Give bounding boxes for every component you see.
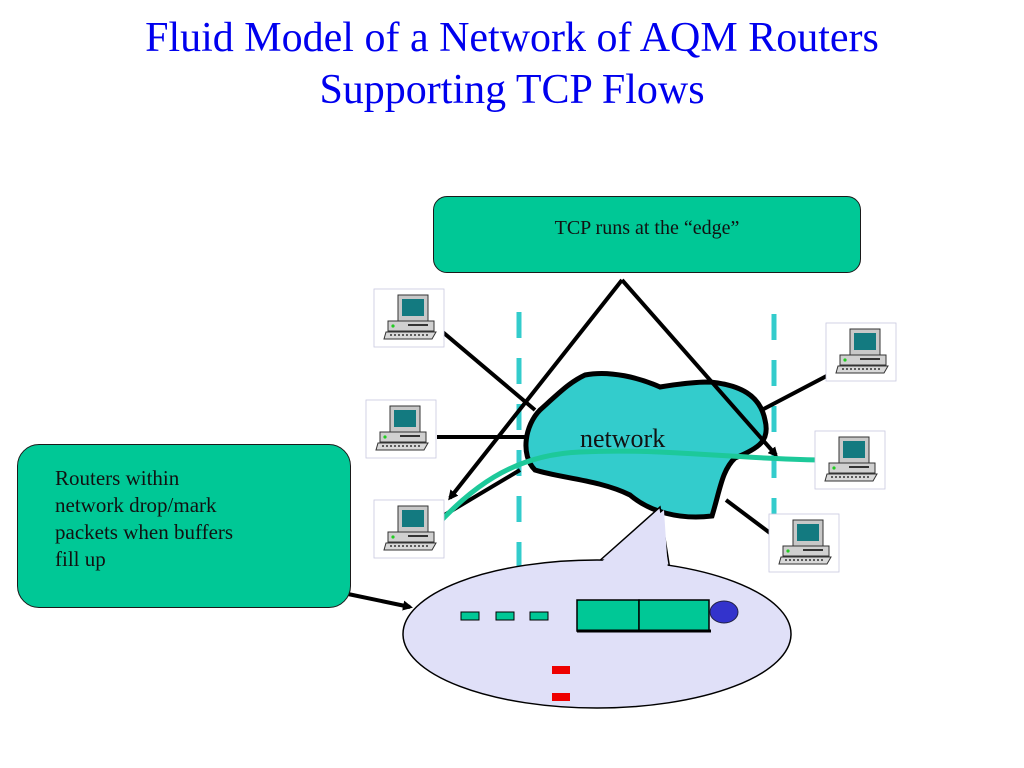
edge-arrow-right xyxy=(620,278,778,458)
link-top-left xyxy=(430,321,537,412)
network-cloud xyxy=(523,370,769,520)
tcp-edge-text: TCP runs at the “edge” xyxy=(554,217,740,239)
host-bottom-right xyxy=(768,513,840,573)
link-top-right xyxy=(757,368,839,414)
queued-packet xyxy=(576,599,640,632)
host-top-left xyxy=(373,288,445,348)
routers-callout: Routers within network drop/mark packets… xyxy=(17,444,351,608)
routers-callout-line: packets when buffers xyxy=(55,520,234,544)
tcp-flow-line xyxy=(432,448,821,530)
incoming-packet xyxy=(460,611,480,621)
routers-callout-line: Routers within xyxy=(55,466,180,490)
queued-packet xyxy=(638,599,710,632)
router-callout-arrow xyxy=(347,592,413,611)
tcp-edge-callout: TCP runs at the “edge” xyxy=(433,196,861,273)
router-bubble xyxy=(402,559,792,709)
title-line-2: Supporting TCP Flows xyxy=(319,67,705,113)
host-bottom-left xyxy=(373,499,445,559)
routers-callout-line: fill up xyxy=(55,547,106,571)
title-line-1: Fluid Model of a Network of AQM Routers xyxy=(145,15,879,61)
incoming-packet xyxy=(529,611,549,621)
dropped-packet xyxy=(552,693,570,701)
server-icon xyxy=(709,600,739,624)
host-top-right xyxy=(825,322,897,382)
dropped-packet xyxy=(552,666,570,674)
slide-title: Fluid Model of a Network of AQM Routers … xyxy=(0,12,1024,116)
network-label: network xyxy=(580,424,665,453)
host-middle-left xyxy=(365,399,437,459)
edge-arrow-left xyxy=(448,278,624,501)
incoming-packet xyxy=(495,611,515,621)
host-middle-right xyxy=(814,430,886,490)
routers-callout-text: Routers within network drop/mark packets… xyxy=(55,465,325,573)
routers-callout-line: network drop/mark xyxy=(55,493,217,517)
